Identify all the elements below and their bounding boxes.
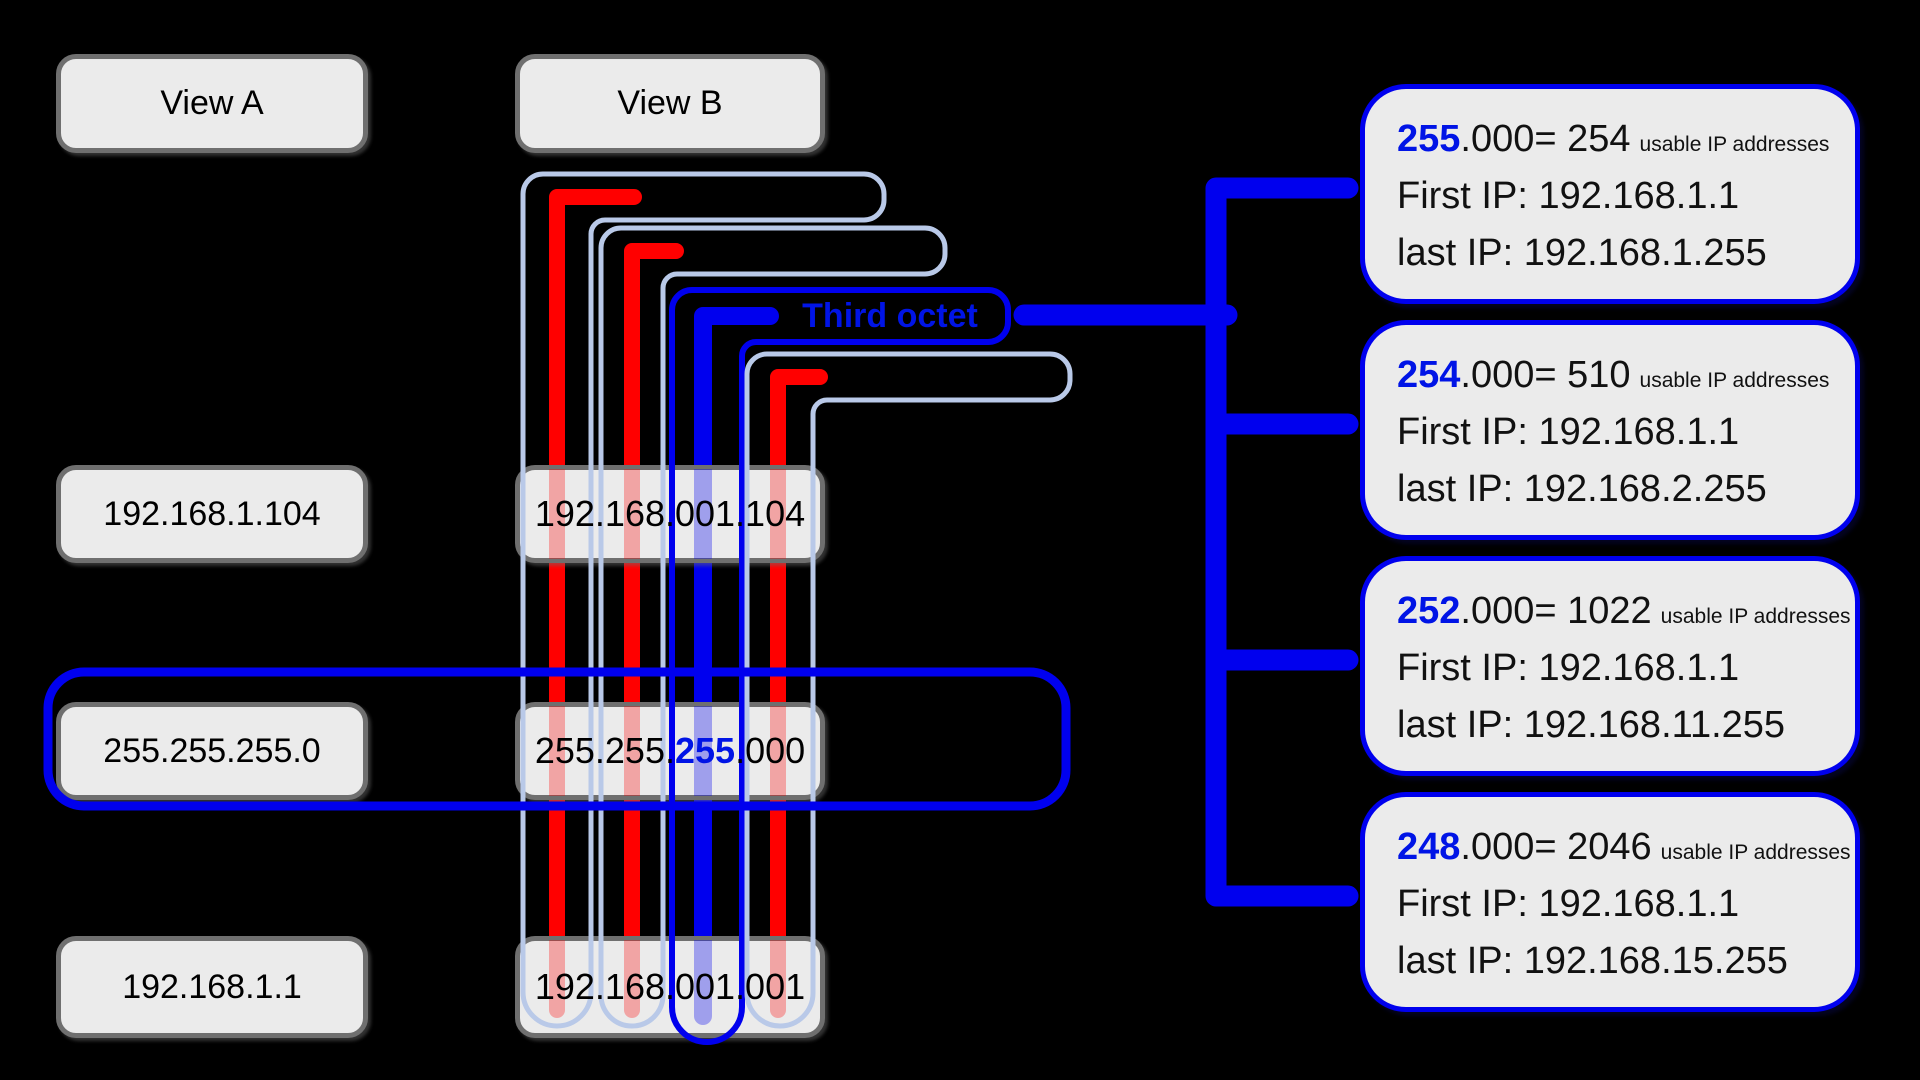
second-octet-tube-outline (598, 225, 948, 1029)
usable-ip-note: usable IP addresses (1660, 605, 1851, 628)
view-a-ip-label: 192.168.1.104 (103, 494, 321, 533)
subnet-octet-value: 252 (1397, 590, 1461, 632)
fourth-octet-tube-outline (744, 351, 1073, 1029)
view-a-header-label: View A (160, 84, 264, 122)
subnet-result-box-248: 248.000= 2046 usable IP addresses First I… (1360, 792, 1860, 1012)
connector-trunk (1205, 177, 1359, 907)
view-b-header-box (515, 54, 825, 153)
last-ip-line: last IP: 192.168.11.255 (1397, 704, 1786, 746)
last-ip-line: last IP: 192.168.1.255 (1397, 232, 1767, 274)
first-octet-tube-outline (520, 171, 887, 1029)
usable-ip-note: usable IP addresses (1660, 841, 1851, 864)
subnet-summary: 254.000= 510 usable IP addresses (1397, 347, 1829, 404)
view-a-mask-box (56, 702, 368, 800)
view-a-gateway-box (56, 936, 368, 1038)
subnet-result-box-254: 254.000= 510 usable IP addresses First IP… (1360, 320, 1860, 540)
subnet-equation: .000= 510 (1460, 354, 1631, 396)
subnet-octet-value: 248 (1397, 826, 1461, 868)
first-ip-line: First IP: 192.168.1.1 (1397, 411, 1740, 453)
last-ip-line: last IP: 192.168.2.255 (1397, 468, 1767, 510)
usable-ip-note: usable IP addresses (1639, 369, 1830, 392)
view-b-header-label: View B (617, 84, 723, 122)
third-octet-label: Third octet (802, 296, 978, 335)
view-b-mask-label: 255.255.255.000 (515, 702, 825, 800)
view-a-mask-label: 255.255.255.0 (103, 731, 321, 770)
subnet-summary: 255.000= 254 usable IP addresses (1397, 111, 1829, 168)
view-a-gateway-label: 192.168.1.1 (122, 967, 302, 1006)
mask-text: 255.255. (534, 730, 675, 771)
subnet-summary: 248.000= 2046 usable IP addresses (1397, 819, 1851, 876)
usable-ip-note: usable IP addresses (1639, 133, 1830, 156)
subnet-summary: 252.000= 1022 usable IP addresses (1397, 583, 1851, 640)
subnet-octet-value: 255 (1397, 118, 1461, 160)
subnet-mask-row-outline (43, 667, 1071, 811)
last-ip-line: last IP: 192.168.15.255 (1397, 940, 1788, 982)
subnet-result-box-252: 252.000= 1022 usable IP addresses First I… (1360, 556, 1860, 776)
subnet-equation: .000= 2046 (1460, 826, 1652, 868)
view-a-ip-box (56, 465, 368, 563)
first-ip-line: First IP: 192.168.1.1 (1397, 175, 1740, 217)
subnet-octet-value: 254 (1397, 354, 1461, 396)
subnet-equation: .000= 1022 (1460, 590, 1652, 632)
view-b-gateway-label: 192.168.001.001 (515, 936, 825, 1038)
mask-highlight: 255 (674, 730, 736, 771)
mask-text-post: .000 (735, 730, 806, 771)
first-ip-line: First IP: 192.168.1.1 (1397, 647, 1740, 689)
first-ip-line: First IP: 192.168.1.1 (1397, 883, 1740, 925)
gateway-text: 192.168.001.001 (534, 966, 806, 1007)
subnet-equation: .000= 254 (1460, 118, 1631, 160)
third-octet-tube-outline (669, 287, 1011, 1045)
subnet-result-box-255: 255.000= 254 usable IP addresses First IP… (1360, 84, 1860, 304)
view-a-header-box (56, 54, 368, 153)
view-b-ip-label: 192.168.001.104 (515, 465, 825, 563)
ip-text: 192.168.001.104 (534, 493, 806, 534)
